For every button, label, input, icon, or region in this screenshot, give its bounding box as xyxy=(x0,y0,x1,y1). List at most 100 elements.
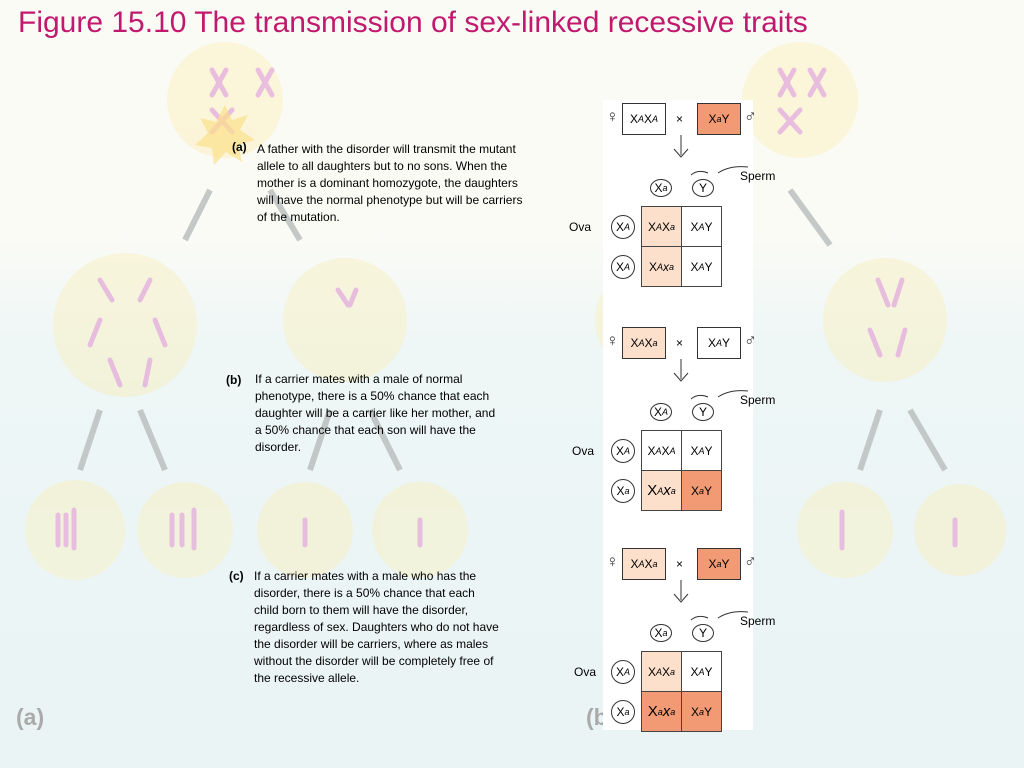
panel-b-punnett-cell-letter: Y xyxy=(704,483,713,498)
panel-b-punnett-cell-letter: X xyxy=(647,443,656,458)
panel-c-mother-genotype-letter: X xyxy=(630,557,639,571)
panel-a-mother-genotype-letter: X xyxy=(629,112,638,126)
panel-b-connector-arrow xyxy=(673,359,749,400)
panel-a-mother-genotype-letter: X xyxy=(644,112,653,126)
panel-a-description-line: allele to all daughters but to no sons. … xyxy=(257,159,508,173)
panel-a-label: (a) xyxy=(232,140,247,154)
panel-a-ovum-allele-letter: X xyxy=(615,260,624,274)
faded-arrows xyxy=(77,188,948,472)
panel-b-father-genotype-letter: X xyxy=(707,336,716,350)
panel-c-cross-symbol: × xyxy=(676,557,684,571)
panel-b-description-line: disorder. xyxy=(255,440,302,454)
panel-a-ova-label: Ova xyxy=(569,220,592,234)
panel-c-punnett-cell-letter: X xyxy=(647,703,658,720)
panel-b-sperm-allele-letter: X xyxy=(653,405,662,419)
panel-c-punnett-cell-letter: X xyxy=(647,664,656,679)
background-label-left: (a) xyxy=(16,704,45,730)
panel-a-sperm-allele: Y xyxy=(692,179,714,197)
panel-b-punnett-cell-letter: X xyxy=(690,483,699,498)
slide-title: Figure 15.10 The transmission of sex-lin… xyxy=(18,6,808,39)
background-label-right: (b xyxy=(586,704,608,730)
panel-a-sperm-allele-letter: X xyxy=(654,181,663,195)
panel-c-father-genotype-letter: X xyxy=(708,557,717,571)
panel-a-punnett-cell-letter: X xyxy=(690,219,699,234)
panel-b-punnett-cell-letter: X xyxy=(661,443,670,458)
panel-b-ovum-allele-letter: X xyxy=(616,484,625,498)
panel-b-punnett-cell-letter: Y xyxy=(704,443,713,458)
panel-a-description: A father with the disorder will transmit… xyxy=(257,141,522,226)
panel-b-punnett-cell-letter: x xyxy=(663,482,671,499)
panel-a-punnett-cell-letter: Y xyxy=(704,219,713,234)
panel-a-male-symbol-icon: ♂ xyxy=(744,107,757,126)
panel-a-description-line: of the mutation. xyxy=(257,210,340,224)
panel-b-female-symbol-icon: ♀ xyxy=(606,331,619,350)
panel-c-description-line: child born to them will have the disorde… xyxy=(254,603,469,617)
panel-c-punnett-cell-letter: X xyxy=(690,704,699,719)
panel-a-female-symbol-icon: ♀ xyxy=(606,107,619,126)
panel-c-ovum-allele-letter: X xyxy=(615,665,624,679)
panel-c-punnett-cell-letter: Y xyxy=(704,704,713,719)
panel-a-connector-stroke xyxy=(717,166,749,174)
panel-b-description-line: phenotype, there is a 50% chance that ea… xyxy=(255,389,490,403)
panel-a-father-genotype-letter: Y xyxy=(721,112,730,126)
panel-b-cross-symbol: × xyxy=(676,336,684,350)
panel-b-description: If a carrier mates with a male of normal… xyxy=(255,371,495,456)
panel-b-connector-stroke xyxy=(690,394,709,400)
panel-b-description-line: If a carrier mates with a male of normal xyxy=(255,372,463,386)
panel-b-sperm-label: Sperm xyxy=(740,393,776,407)
panel-c-punnett-cell-letter: X xyxy=(662,664,671,679)
panel-b-ova-label: Ova xyxy=(572,444,595,458)
panel-b-punnett-cell-letter: X xyxy=(690,443,699,458)
panel-a-punnett-cell-letter: X xyxy=(648,259,657,274)
punnett-column-background xyxy=(603,100,753,730)
panel-b-father-genotype-letter: Y xyxy=(722,336,731,350)
panel-a-cross-symbol: × xyxy=(676,112,684,126)
panel-b-label: (b) xyxy=(226,373,242,387)
panel-c-description-line: the disorder will be carriers, where as … xyxy=(254,637,489,651)
panel-c-sperm-label: Sperm xyxy=(740,614,776,628)
panel-c-description-line: If a carrier mates with a male who has t… xyxy=(254,569,477,583)
panel-c-description-line: disorder, there is a 50% chance that eac… xyxy=(254,586,475,600)
panel-c-male-symbol-icon: ♂ xyxy=(744,552,757,571)
panel-c-sperm-allele: Y xyxy=(692,624,714,642)
panel-a-ovum-allele-letter: X xyxy=(615,220,624,234)
panel-c-description: If a carrier mates with a male who has t… xyxy=(254,568,499,687)
panel-a-connector-arrow xyxy=(673,135,749,176)
panel-a-description-line: A father with the disorder will transmit… xyxy=(257,142,516,156)
panel-c-label: (c) xyxy=(229,569,244,583)
panel-c-punnett-cell-letter: X xyxy=(690,664,699,679)
panel-c-connector-stroke xyxy=(690,615,709,621)
panel-a-punnett-cell-letter: X xyxy=(690,259,699,274)
panel-a-sperm-label: Sperm xyxy=(740,169,776,183)
panel-c-connector-stroke xyxy=(673,593,689,603)
panel-c-father-genotype-letter: Y xyxy=(721,557,730,571)
panel-b-male-symbol-icon: ♂ xyxy=(744,331,757,350)
faded-cells xyxy=(25,42,1006,580)
panel-b-mother-genotype-letter: X xyxy=(630,336,639,350)
panel-a-connector-stroke xyxy=(690,170,709,176)
